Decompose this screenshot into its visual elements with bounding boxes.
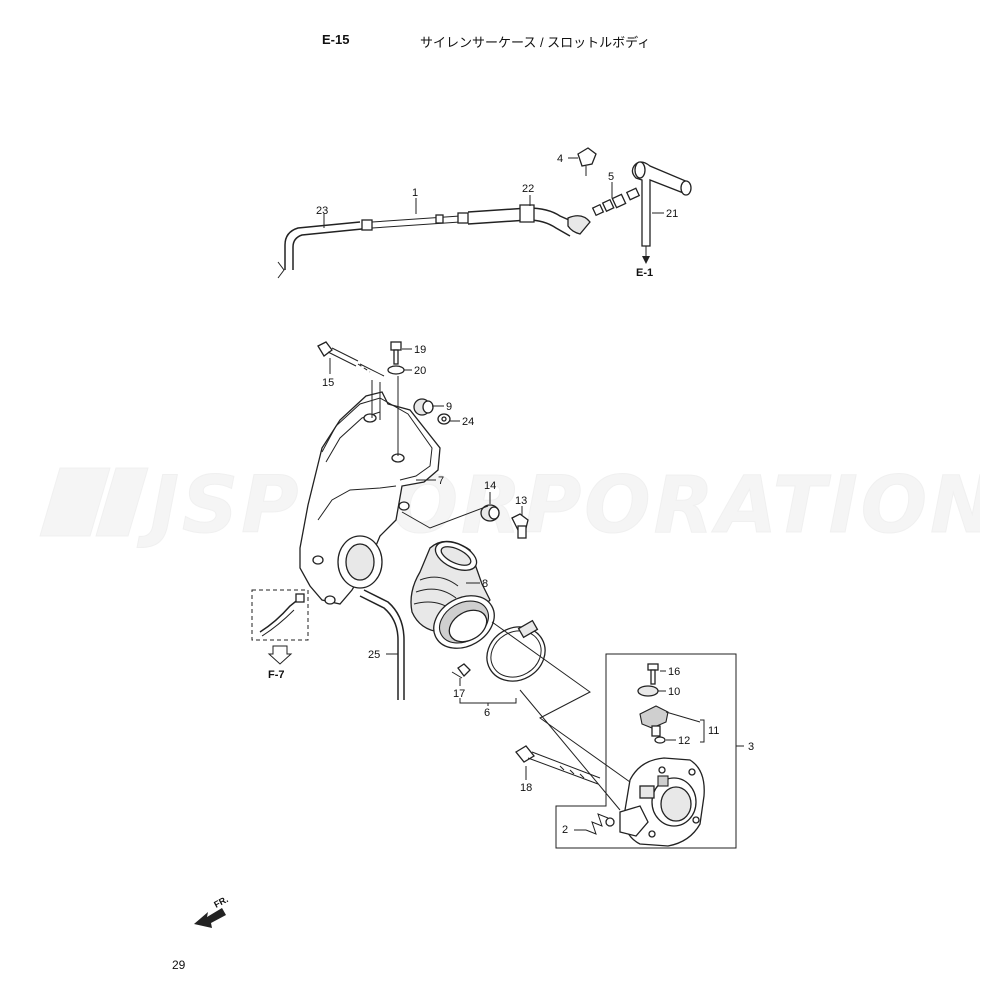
ref-label-e1: E-1 (636, 267, 653, 279)
watermark-logo-mark (39, 467, 149, 537)
part-5-joint (591, 187, 641, 217)
watermark-text: JSP CORPORATION (137, 461, 980, 548)
part-2-screw (585, 813, 615, 835)
part-6-clamp (486, 619, 546, 682)
callout-22: 22 (522, 183, 534, 195)
callout-18: 18 (520, 782, 532, 794)
callout-4: 4 (557, 153, 563, 165)
part-11-sensor (639, 705, 669, 737)
part-1-cable (371, 215, 461, 223)
part-21-tee (631, 161, 692, 264)
callout-13: 13 (515, 495, 527, 507)
sheet-title: サイレンサーケース / スロットルボディ (420, 35, 651, 50)
part-15-bolt (317, 341, 371, 373)
callout-5: 5 (608, 171, 614, 183)
part-20-washer (387, 365, 405, 375)
callout-17: 17 (453, 688, 465, 700)
part-14-cap (480, 504, 500, 522)
callout-9: 9 (446, 401, 452, 413)
part-12-o-ring (654, 736, 666, 744)
part-3-throttle-body (619, 757, 705, 847)
part-23-hose (284, 221, 361, 270)
callout-1: 1 (412, 187, 418, 199)
callout-8: 8 (482, 578, 488, 590)
callout-2: 2 (562, 824, 568, 836)
callout-3: 3 (748, 741, 754, 753)
part-9-grommet (413, 398, 434, 416)
part-18-bolt (515, 745, 601, 785)
callout-7: 7 (438, 475, 444, 487)
callout-10: 10 (668, 686, 680, 698)
callout-6-bracket (459, 698, 517, 704)
callout-25: 25 (368, 649, 380, 661)
part-13-screw (511, 513, 529, 539)
callout-19: 19 (414, 344, 426, 356)
leader-lines (323, 157, 701, 831)
callout-23: 23 (316, 205, 328, 217)
front-direction-arrow-icon: FR. (194, 894, 230, 928)
callout-16: 16 (668, 666, 680, 678)
part-7-silencer-case (299, 363, 441, 605)
callout-15: 15 (322, 377, 334, 389)
callout-14: 14 (484, 480, 496, 492)
part-19-bolt (390, 341, 402, 365)
sheet-code: E-15 (322, 32, 350, 47)
part-16-screw (647, 663, 659, 685)
callout-6: 6 (484, 707, 490, 719)
page-number: 29 (172, 958, 186, 972)
callout-20: 20 (414, 365, 426, 377)
part-8-intake-hose (410, 540, 495, 649)
callout-12: 12 (678, 735, 690, 747)
ref-label-f7: F-7 (268, 669, 285, 681)
callout-24: 24 (462, 416, 474, 428)
callout-3-bracket (555, 653, 737, 849)
callout-11: 11 (708, 725, 719, 737)
watermark: JSP CORPORATION (39, 461, 980, 548)
upper-hose-assembly (277, 147, 692, 279)
callout-21: 21 (666, 208, 678, 220)
callout-labels: 1 2 3 4 5 6 7 8 9 10 11 12 13 14 15 16 1… (316, 153, 754, 836)
front-direction-label: FR. (212, 894, 229, 910)
part-4-clip (577, 147, 597, 167)
part-17-screw (451, 663, 471, 679)
part-10-plate (637, 685, 659, 697)
ref-box-f7 (251, 589, 309, 665)
part-25-hose (359, 595, 399, 700)
